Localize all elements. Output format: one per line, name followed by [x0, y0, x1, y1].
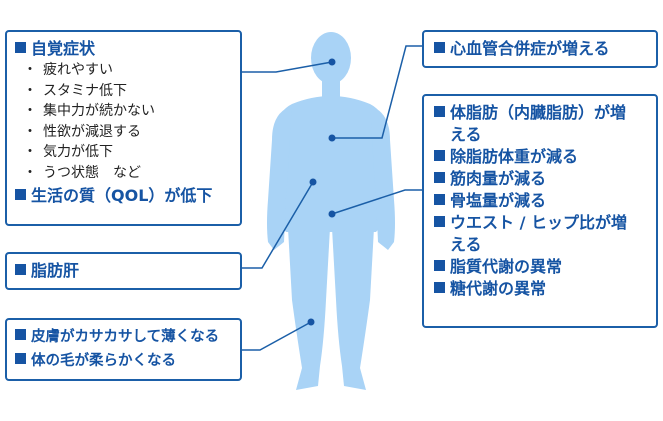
hair-item: 体の毛が柔らかくなる: [15, 350, 234, 372]
symptom-text: 疲れやすい: [43, 62, 113, 78]
heart-heading: 心血管合併症が増える: [434, 38, 650, 60]
qol-text: 生活の質（QOL）が低下: [31, 186, 213, 205]
body-item: 除脂肪体重が減る: [434, 146, 650, 168]
connector-heart: [332, 45, 422, 139]
body-silhouette: [267, 32, 395, 390]
silhouette-neck: [322, 78, 340, 100]
square-bullet-icon: [434, 282, 445, 293]
qol-heading: 生活の質（QOL）が低下: [15, 185, 234, 207]
symptoms-heading-text: 自覚症状: [31, 39, 96, 58]
body-item: 骨塩量が減る: [434, 190, 650, 212]
symptom-text: 気力が低下: [43, 144, 113, 160]
liver-text: 脂肪肝: [31, 261, 80, 280]
dot-bullet-icon: ・: [23, 103, 37, 119]
marker-heart: [328, 134, 336, 142]
hair-text: 体の毛が柔らかくなる: [31, 353, 176, 369]
marker-skin: [307, 318, 315, 326]
symptom-item: ・スタミナ低下: [15, 81, 234, 102]
symptom-text: 性欲が減退する: [43, 123, 141, 140]
body-item: 体脂肪（内臓脂肪）が増える: [434, 102, 650, 146]
symptom-item: ・性欲が減退する: [15, 122, 234, 143]
symptom-text: スタミナ低下: [43, 82, 127, 99]
marker-head: [328, 58, 336, 66]
symptoms-box: 自覚症状 ・疲れやすい ・スタミナ低下 ・集中力が続かない ・性欲が減退する ・…: [5, 30, 242, 226]
silhouette-left-leg: [288, 228, 330, 390]
connector-body: [331, 189, 422, 215]
body-box: 体脂肪（内臓脂肪）が増える 除脂肪体重が減る 筋肉量が減る 骨塩量が減る ウエス…: [422, 94, 658, 328]
symptom-item: ・疲れやすい: [15, 60, 234, 81]
square-bullet-icon: [434, 260, 445, 271]
square-bullet-icon: [15, 329, 26, 340]
symptom-item: ・集中力が続かない: [15, 101, 234, 122]
square-bullet-icon: [434, 106, 445, 117]
silhouette-head: [311, 32, 351, 84]
symptom-item: ・気力が低下: [15, 142, 234, 163]
body-item: 脂質代謝の異常: [434, 256, 650, 278]
square-bullet-icon: [15, 264, 26, 275]
connector-lines: [241, 45, 422, 351]
liver-box: 脂肪肝: [5, 252, 242, 290]
body-item: ウエスト / ヒップ比が増える: [434, 212, 650, 256]
symptoms-heading: 自覚症状: [15, 38, 234, 60]
body-item-text: 糖代謝の異常: [450, 279, 547, 298]
square-bullet-icon: [15, 189, 26, 200]
silhouette-torso: [274, 96, 388, 232]
square-bullet-icon: [434, 150, 445, 161]
skin-text: 皮膚がカサカサして薄くなる: [31, 329, 220, 345]
marker-belly: [328, 210, 336, 218]
square-bullet-icon: [15, 42, 26, 53]
marker-liver: [309, 178, 317, 186]
dot-bullet-icon: ・: [23, 164, 37, 181]
dot-bullet-icon: ・: [23, 62, 37, 78]
heart-box: 心血管合併症が増える: [422, 30, 658, 68]
square-bullet-icon: [434, 42, 445, 53]
body-item: 糖代謝の異常: [434, 278, 650, 300]
skin-box: 皮膚がカサカサして薄くなる 体の毛が柔らかくなる: [5, 318, 242, 381]
dot-bullet-icon: ・: [23, 123, 37, 140]
skin-item: 皮膚がカサカサして薄くなる: [15, 326, 234, 348]
connector-liver: [241, 181, 314, 269]
square-bullet-icon: [434, 172, 445, 183]
body-item-text: ウエスト / ヒップ比が増える: [450, 213, 627, 254]
symptom-text: うつ状態 など: [43, 164, 141, 181]
heart-text: 心血管合併症が増える: [450, 39, 610, 58]
dot-bullet-icon: ・: [23, 144, 37, 160]
connector-symptoms: [241, 61, 333, 73]
silhouette-left-arm: [267, 106, 292, 250]
body-item-text: 脂質代謝の異常: [450, 257, 563, 276]
markers: [307, 58, 336, 326]
connector-skin: [241, 321, 312, 351]
square-bullet-icon: [434, 194, 445, 205]
symptom-item: ・うつ状態 など: [15, 163, 234, 184]
symptom-text: 集中力が続かない: [43, 103, 155, 119]
silhouette-right-arm: [370, 106, 395, 250]
silhouette-right-leg: [332, 228, 374, 390]
body-item-text: 筋肉量が減る: [450, 169, 547, 188]
dot-bullet-icon: ・: [23, 82, 37, 99]
liver-heading: 脂肪肝: [15, 260, 234, 282]
square-bullet-icon: [434, 216, 445, 227]
body-item-text: 体脂肪（内臓脂肪）が増える: [450, 103, 627, 144]
square-bullet-icon: [15, 353, 26, 364]
body-item-text: 骨塩量が減る: [450, 191, 547, 210]
body-item-text: 除脂肪体重が減る: [450, 147, 579, 166]
body-item: 筋肉量が減る: [434, 168, 650, 190]
